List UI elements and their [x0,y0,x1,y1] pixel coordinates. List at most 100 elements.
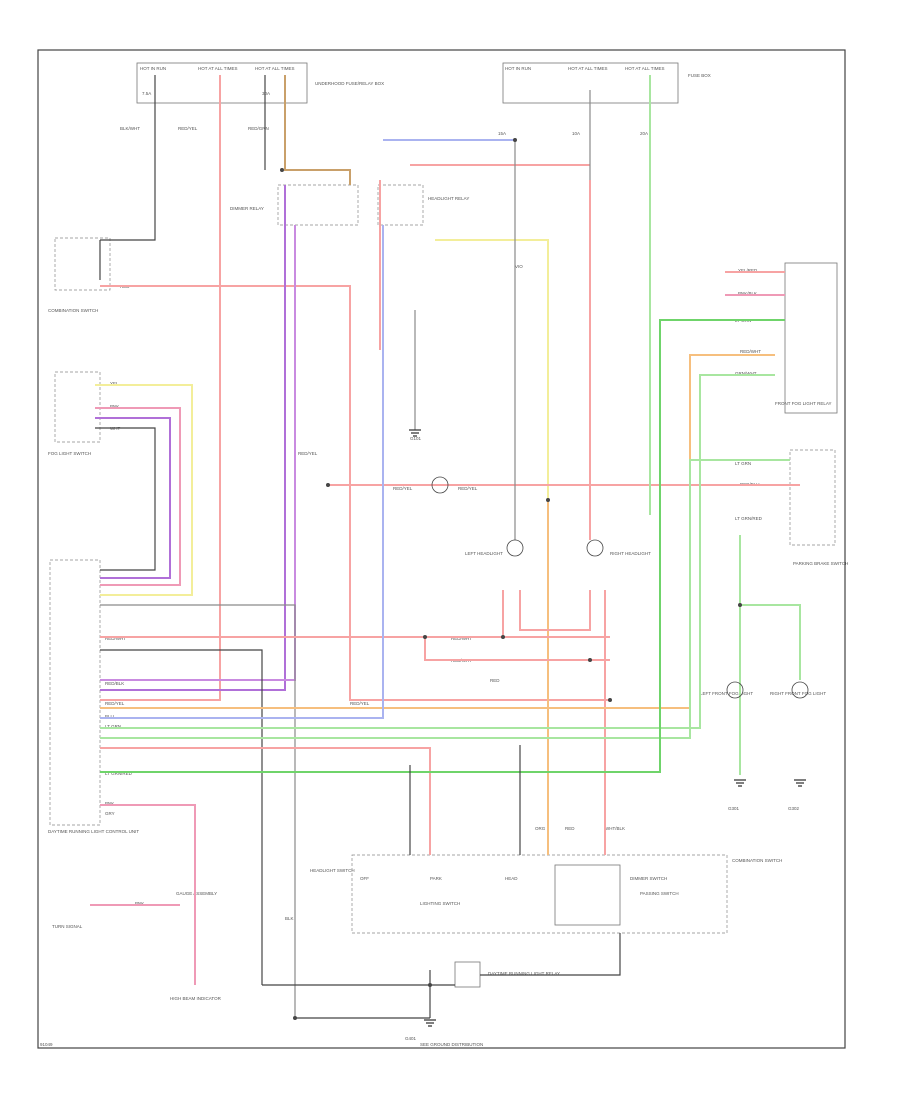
lamp-symbol-0 [506,539,524,557]
junction-dot-0 [326,483,330,487]
wire-green-28 [100,319,785,773]
wire-red-1 [100,75,221,701]
label-gauge-assembly: GAUGE ASSEMBLY [176,891,217,896]
label-ground-g101: G101 [410,436,422,441]
wire-dark-0 [99,75,156,280]
label-combination-switch-left: COMBINATION SWITCH [48,308,98,313]
label-off: OFF [360,876,369,881]
wire-violet-10 [100,225,296,681]
fuse-boxes-top: HOT IN RUN HOT AT ALL TIMES HOT AT ALL T… [136,62,711,104]
label-hot-at-all-times-2: HOT AT ALL TIMES [255,66,295,71]
wire-label-yel: YEL [110,381,119,386]
junction-dot-6 [608,698,612,702]
label-lighting-switch: LIGHTING SWITCH [420,901,460,906]
label-hot-in-run-2: HOT IN RUN [505,66,531,71]
label-combination-switch-right: COMBINATION SWITCH [732,858,782,863]
wire-label-pnk-2: PNK [105,801,114,806]
diagram-frame [37,49,846,1049]
junction-dot-1 [423,635,427,639]
label-right-headlight: RIGHT HEADLIGHT [610,551,651,556]
daytime-running-light-relay [454,961,481,988]
wire-gray-16 [100,604,296,1018]
fuse-label-10a: 10A [572,131,580,136]
wire-orange-23 [100,354,775,709]
label-dimmer-switch: DIMMER SWITCH [630,876,667,881]
dimmer-relay [277,184,359,226]
wire-label-gry: GRY [105,811,115,816]
label-hot-at-all-times-4: HOT AT ALL TIMES [625,66,665,71]
wire-label-lt-grn-3: LT GRN [105,724,121,729]
components: COMBINATION SWITCH FOG LIGHT SWITCH DAYT… [48,184,848,1001]
junction-dot-7 [588,658,592,662]
wire-light_green-25 [100,374,775,729]
junction-dot-8 [546,498,550,502]
label-ground-g302: G302 [788,806,800,811]
wire-yellow-7 [435,239,549,855]
wire-yellow-12 [95,384,193,596]
wire-purple-14 [95,417,171,579]
ground-symbol-2 [794,779,806,787]
wire-label-pnk-blk: PNK/BLK [738,291,757,296]
junction-dot-10 [513,138,517,142]
wire-label-yel-red: YEL/RED [738,268,758,273]
label-parking-brake-switch: PARKING BRAKE SWITCH [793,561,848,566]
wire-label-red-yel-2: RED/YEL [298,451,318,456]
wire-light_green-31 [740,604,801,680]
wire-label-lt-grn-red-2: LT GRN/RED [105,771,133,776]
wire-dark-18 [100,649,263,985]
wire-label-wht-blk: WHT/BLK [605,826,625,831]
figure-id: 91049 [40,1042,53,1047]
label-fog-light-switch: FOG LIGHT SWITCH [48,451,91,456]
wire-label-red-wht-3: RED/WHT [451,636,472,641]
wire-red-19 [424,637,610,661]
wire-label-red-yel-4: RED/YEL [458,486,478,491]
label-ground-g401: G401 [405,1036,417,1041]
fuse-label-30a: 30A [262,91,270,96]
lamp-symbol-1 [586,539,604,557]
junction-dot-5 [428,983,432,987]
headlight-relay [377,184,424,226]
wire-label-red-yel-3: RED/YEL [393,486,413,491]
label-left-front-fog-light: LEFT FRONT FOG LIGHT [700,691,753,696]
label-daytime-running-light-relay: DAYTIME RUNNING LIGHT RELAY [488,971,560,976]
wires [90,75,809,1027]
label-left-headlight: LEFT HEADLIGHT [465,551,503,556]
junction-dot-4 [293,1016,297,1020]
lamp-symbol-3 [791,681,809,699]
wire-label-red-wht-2: RED/WHT [105,636,126,641]
grounds: G101 G301 G302 G401 SEE GROUND DISTRIBUT… [40,436,800,1047]
wire-label-vio: VIO [515,264,523,269]
wire-pink-32 [100,804,196,985]
lamp-symbol-4 [431,476,449,494]
label-see-ground-distribution: SEE GROUND DISTRIBUTION [420,1042,483,1047]
label-hot-in-run-1: HOT IN RUN [140,66,166,71]
label-park: PARK [430,876,442,881]
wire-purple-9 [100,185,286,691]
wire-label-red-2: RED [490,678,500,683]
label-passing-switch: PASSING SWITCH [640,891,679,896]
label-underhood-fuse-box: UNDERHOOD FUSE/RELAY BOX [315,81,384,86]
wire-light_green-26 [100,459,790,739]
label-head: HEAD [505,876,518,881]
fuse-label-20a: 20A [640,131,648,136]
lamp-symbol-2 [726,681,744,699]
label-turn-signal: TURN SIGNAL [52,924,83,929]
label-fuse-box: FUSE BOX [688,73,711,78]
wire-label-lt-grn-red: LT GRN/RED [735,516,763,521]
junction-dot-3 [738,603,742,607]
wire-brown-2 [284,75,351,185]
wire-label-red-grn: RED/GRN [248,126,269,131]
fuse-label-15a: 15A [498,131,506,136]
wire-label-pnk: PNK [110,404,119,409]
combination-switch-right [351,854,728,934]
ground-symbol-1 [734,779,746,787]
dimmer-switch [554,864,621,926]
wire-label-red-blk: RED/BLK [105,681,124,686]
wire-label-red-yel-6: RED/YEL [350,701,370,706]
wire-label-red-wht: RED/WHT [740,349,761,354]
wire-label-blu: BLU [105,714,114,719]
parking-brake-switch [789,449,836,546]
wire-red-4 [100,285,610,701]
wire-label-blk: BLK [285,916,294,921]
